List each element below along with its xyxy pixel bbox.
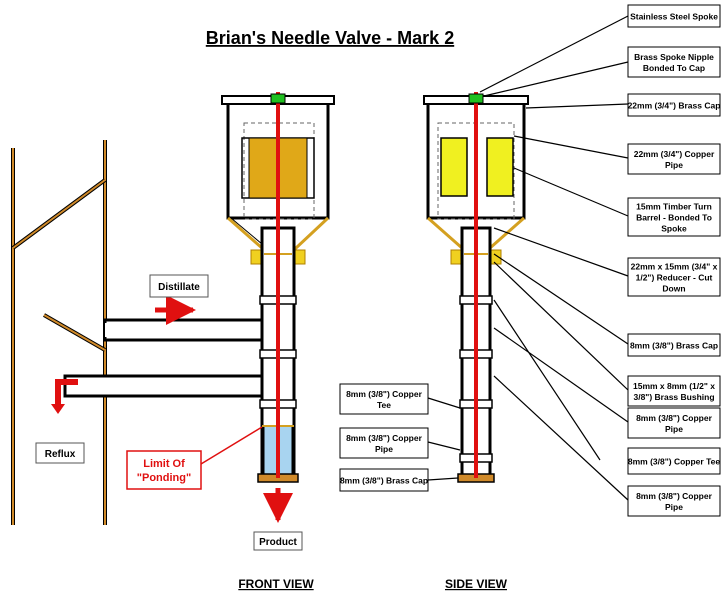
front-view-caption: FRONT VIEW [238,577,314,591]
side-barrel-left [440,137,468,197]
right-callouts-7: 15mm x 8mm (1/2" x3/8") Brass Bushing [627,375,721,407]
left-callouts-2: 8mm (3/8") Brass Cap [339,468,429,492]
ponding-label-line1: Limit Of [143,458,185,470]
side-view-caption: SIDE VIEW [445,577,508,591]
product-label-box [253,531,303,551]
callout-text: 8mm (3/8") Copper [346,433,423,443]
callout-text: 1/2") Reducer - Cut [636,273,713,283]
reflux-label: Reflux [45,449,76,460]
callout-text: 22mm x 15mm (3/4" x [631,262,718,272]
left-callout-leaders [427,397,461,481]
callout-text: 22mm (3/4") Copper [634,149,715,159]
callout-text: Bonded To Cap [643,63,705,73]
page-title: Brian's Needle Valve - Mark 2 [206,28,454,48]
right-callouts-0: Stainless Steel Spoke [627,4,721,28]
still-column [11,140,107,525]
callout-text: 15mm x 8mm (1/2" x [633,381,715,391]
right-callouts-2: 22mm (3/4") Brass Cap [627,93,721,117]
callout-text: Barrel - Bonded To [636,213,712,223]
distillate-label: Distillate [158,282,200,293]
ponding-label-line2: "Ponding" [137,472,191,484]
reflux-label-box [35,442,85,464]
callout-text: 15mm Timber Turn [636,202,712,212]
right-callouts-9: 8mm (3/8") Copper Tee [627,447,721,475]
callout-text: 8mm (3/8") Copper [636,413,713,423]
callout-text: Pipe [375,444,393,454]
callout-text: 22mm (3/4") Brass Cap [628,101,721,111]
callout-text: Pipe [665,424,683,434]
callout-text: 3/8") Brass Bushing [633,392,714,402]
callout-text: 8mm (3/8") Brass Cap [630,341,718,351]
callout-text: Tee [377,400,391,410]
product-label: Product [259,537,297,548]
right-callouts-5: 22mm x 15mm (3/4" x1/2") Reducer - CutDo… [627,257,721,297]
callout-text: Pipe [665,502,683,512]
right-callout-leaders [479,15,629,501]
reflux-arrow [55,379,78,408]
side-barrel-right [486,137,514,197]
callout-text: 8mm (3/8") Copper [346,389,423,399]
callout-text: Stainless Steel Spoke [630,12,718,22]
ponding-label-box [126,450,202,490]
reflux-pipe [63,374,267,398]
callout-text: Pipe [665,160,683,170]
front-view-valve [221,92,335,483]
callout-text: 8mm (3/8") Copper Tee [628,457,720,467]
callout-text: Brass Spoke Nipple [634,52,714,62]
callout-text: Down [662,284,685,294]
callout-text: 8mm (3/8") Copper [636,491,713,501]
front-spoke-nipple [270,93,286,104]
side-view-valve [423,92,529,483]
callout-text: Spoke [661,224,687,234]
right-callouts-6: 8mm (3/8") Brass Cap [627,333,721,357]
distillate-label-box [149,274,209,298]
callout-text: 8mm (3/8") Brass Cap [340,476,428,486]
side-spoke-nipple [468,93,484,104]
ponding-pointer [200,426,263,465]
distillate-pipe [103,318,267,342]
